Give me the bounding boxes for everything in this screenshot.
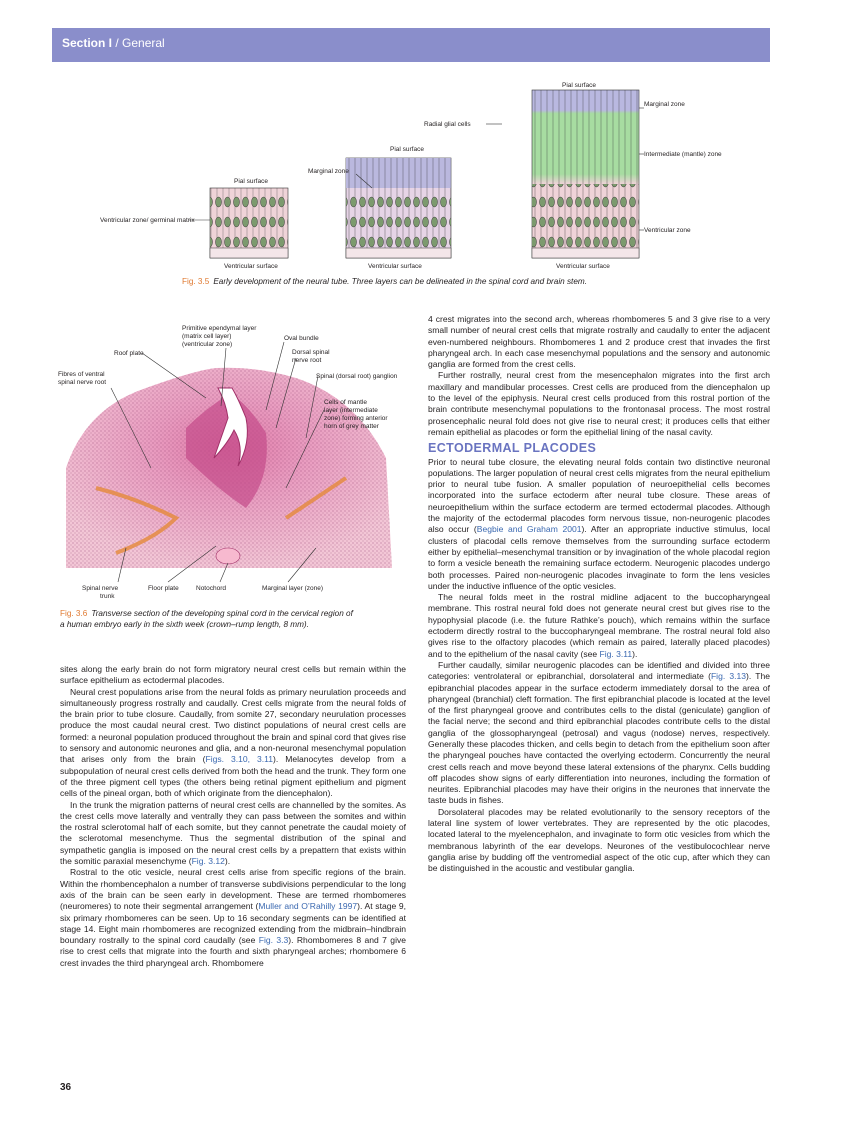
label-ventricular-surface-3: Ventricular surface bbox=[556, 263, 610, 270]
section-header: Section I / General bbox=[62, 36, 165, 50]
label-oval-bundle: Oval bundle bbox=[284, 335, 319, 342]
label-ventricular-surface-1: Ventricular surface bbox=[224, 263, 278, 270]
label-mantle-2: layer (intermediate bbox=[324, 407, 378, 414]
label-marginal-zone-mid: Marginal zone bbox=[308, 168, 349, 175]
ref-figs-3-10-3-11[interactable]: Figs. 3.10, 3.11 bbox=[205, 754, 274, 765]
ref-fig-3-11[interactable]: Fig. 3.11 bbox=[599, 648, 633, 659]
label-marginal-zone-right: Marginal zone bbox=[644, 101, 685, 108]
section-header-band: Section I / General bbox=[52, 28, 770, 62]
label-primitive-ependymal-layer: Primitive ependymal layer bbox=[182, 325, 257, 332]
label-mantle-1: Cells of mantle bbox=[324, 399, 367, 406]
section-heading-ectodermal-placodes: ECTODERMAL PLACODES bbox=[428, 441, 597, 456]
label-mantle-4: horn of grey matter bbox=[324, 423, 380, 430]
label-spinal-nerve-root: spinal nerve root bbox=[58, 379, 106, 386]
figure-3-6-label: Fig. 3.6 bbox=[60, 609, 88, 618]
figure-3-5-label: Fig. 3.5 bbox=[182, 277, 210, 286]
left-text-column: sites along the early brain do not form … bbox=[60, 664, 406, 969]
figure-3-5: Pial surface Pial surface Pial surface R… bbox=[100, 82, 722, 270]
figure-3-6: Primitive ependymal layer (matrix cell l… bbox=[58, 325, 398, 600]
ref-fig-3-13[interactable]: Fig. 3.13 bbox=[710, 671, 747, 682]
right-text-column: 4 crest migrates into the second arch, w… bbox=[428, 314, 770, 875]
label-ventricular-zone-right: Ventricular zone bbox=[644, 227, 691, 234]
figure-3-6-text-1: Transverse section of the developing spi… bbox=[91, 609, 353, 618]
label-floor-plate: Floor plate bbox=[148, 585, 179, 592]
header-separator: / bbox=[112, 36, 123, 50]
label-pial-surface-1: Pial surface bbox=[234, 178, 268, 185]
right-paragraph-4: The neural folds meet in the rostral mid… bbox=[428, 592, 770, 659]
label-spinal-nerve: Spinal nerve bbox=[82, 585, 119, 592]
left-paragraph-1: sites along the early brain do not form … bbox=[60, 664, 406, 686]
right-paragraph-6: Dorsolateral placodes may be related evo… bbox=[428, 806, 770, 874]
label-dorsal-nerve-root: nerve root bbox=[292, 357, 321, 364]
neural-tube-stage-3 bbox=[531, 89, 640, 259]
label-notochord: Notochord bbox=[196, 585, 226, 592]
figure-3-6-text-2: a human embryo early in the sixth week (… bbox=[60, 620, 309, 629]
label-spinal-ganglion: Spinal (dorsal root) ganglion bbox=[316, 373, 398, 380]
label-mantle-3: zone) forming anterior bbox=[324, 415, 388, 422]
ref-fig-3-12[interactable]: Fig. 3.12 bbox=[191, 856, 225, 867]
left-paragraph-3: In the trunk the migration patterns of n… bbox=[60, 799, 406, 867]
label-radial-glial-cells: Radial glial cells bbox=[424, 121, 471, 128]
section-number: Section I bbox=[62, 36, 113, 50]
label-roof-plate: Roof plate bbox=[114, 350, 144, 357]
label-ventricular-surface-2: Ventricular surface bbox=[368, 263, 422, 270]
right-paragraph-5: Further caudally, similar neurogenic pla… bbox=[428, 659, 770, 806]
ref-fig-3-3[interactable]: Fig. 3.3 bbox=[258, 935, 289, 946]
neural-tube-stage-2 bbox=[345, 157, 452, 259]
label-pial-surface-3: Pial surface bbox=[562, 82, 596, 89]
spinal-cord-section bbox=[66, 367, 392, 568]
neural-tube-stage-1 bbox=[209, 187, 289, 259]
label-ventricular-zone-left: Ventricular zone/ germinal matrix bbox=[100, 217, 195, 224]
ref-muller-orahilly[interactable]: Muller and O’Rahilly 1997 bbox=[258, 901, 358, 912]
label-matrix-cell-layer: (matrix cell layer) bbox=[182, 333, 231, 340]
label-marginal-layer: Marginal layer (zone) bbox=[262, 585, 323, 592]
label-ventricular-zone: (ventricular zone) bbox=[182, 341, 232, 348]
ref-begbie-graham[interactable]: Begbie and Graham 2001 bbox=[476, 524, 582, 535]
figure-3-5-text: Early development of the neural tube. Th… bbox=[213, 277, 587, 286]
page-number: 36 bbox=[60, 1082, 72, 1093]
left-paragraph-2: Neural crest populations arise from the … bbox=[60, 686, 406, 799]
label-fibres-ventral: Fibres of ventral bbox=[58, 371, 105, 378]
section-title: General bbox=[122, 36, 165, 50]
label-intermediate-zone: Intermediate (mantle) zone bbox=[644, 151, 722, 158]
label-dorsal-spinal-root: Dorsal spinal bbox=[292, 349, 330, 356]
left-paragraph-4: Rostral to the otic vesicle, neural cres… bbox=[60, 867, 406, 968]
label-trunk: trunk bbox=[100, 593, 115, 600]
right-paragraph-1: 4 crest migrates into the second arch, w… bbox=[428, 314, 770, 370]
right-paragraph-3: Prior to neural tube closure, the elevat… bbox=[428, 456, 770, 591]
right-paragraph-2: Further rostrally, neural crest from the… bbox=[428, 370, 770, 437]
label-pial-surface-2: Pial surface bbox=[390, 146, 424, 153]
